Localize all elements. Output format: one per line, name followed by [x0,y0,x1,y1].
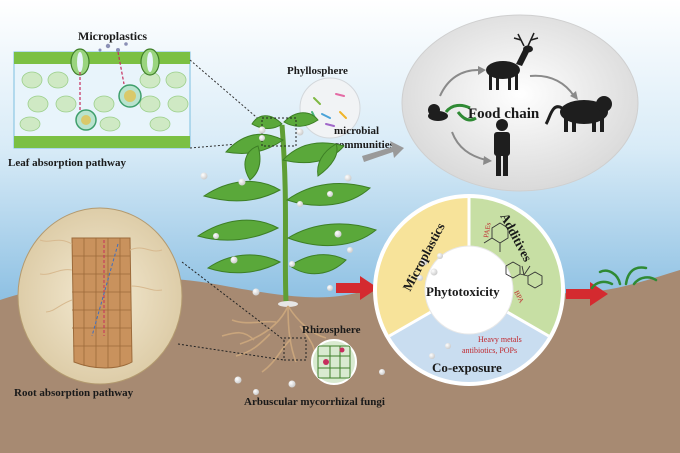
root-connector [181,261,285,341]
wheel-center-label: Phytotoxicity [426,284,500,299]
wheel-center [424,245,514,335]
root-zoom-box [283,337,307,361]
red-arrow-from-wheel-icon [566,282,608,306]
phyllosphere-label: Phyllosphere [287,65,348,77]
amf-label: Arbuscular mycorrhizal fungi [244,396,385,408]
human-icon [494,119,510,176]
gray-arrow-icon [362,141,404,162]
heavy-metals-label: Heavy metals [478,335,522,344]
bpa-structure-icon [505,261,543,289]
plant-illustration [196,112,378,373]
leaf-absorption-inset [13,42,191,149]
pae-label: PAEs [482,222,493,239]
rhizosphere-label: Rhizosphere [302,324,361,336]
food-chain-label: Food chain [468,106,540,122]
phytotoxicity-wheel [373,194,565,386]
microbial-label-line1: microbial [334,125,379,137]
antibiotics-label: antibiotics, POPs [462,346,517,355]
snail-icon [428,103,477,122]
seedling-icon [590,266,658,290]
deer-icon [486,32,539,90]
red-arrow-to-wheel-icon [336,276,378,300]
root-absorption-inset [17,207,183,385]
pae-structure-icon [483,222,517,252]
food-chain-arrows [439,69,575,161]
stomata-icon [70,48,160,76]
wheel-coexposure-label: Co-exposure [432,360,502,375]
microplastics-top-label: Microplastics [78,29,147,43]
food-chain-ellipse [401,14,639,192]
tiger-icon [544,96,612,132]
microplastic-particles [200,126,385,395]
root-pathway-label: Root absorption pathway [14,387,134,399]
leaf-pathway-label: Leaf absorption pathway [8,157,126,169]
amf-circle [311,339,357,385]
microbial-label-line2: communities [334,139,395,151]
